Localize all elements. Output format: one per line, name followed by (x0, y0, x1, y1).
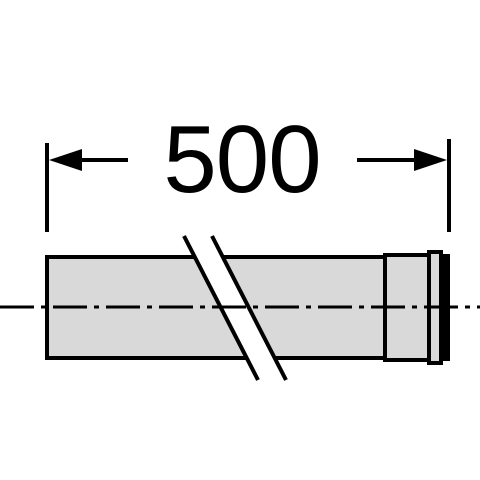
dimension-arrow-icon (414, 149, 447, 171)
dimension-arrow-icon (49, 149, 82, 171)
dimension-arrow-right (357, 149, 447, 171)
dimension-value: 500 (163, 106, 320, 213)
dimension-arrow-left (49, 149, 128, 171)
